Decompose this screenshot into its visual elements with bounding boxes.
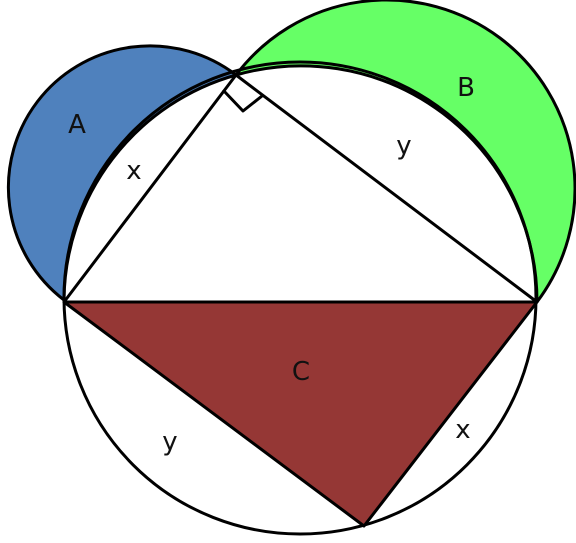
label-c: C: [292, 357, 310, 387]
label-a: A: [68, 110, 86, 140]
label-side-x-bottom: x: [455, 415, 470, 445]
label-side-y-top: y: [396, 131, 411, 161]
label-b: B: [457, 73, 475, 103]
lune-a: [6, 44, 238, 302]
lune-b: [234, 0, 576, 304]
label-side-x-top: x: [126, 156, 141, 186]
main-circle: [62, 60, 538, 536]
right-angle-marker: [221, 88, 263, 113]
triangle-c: [62, 300, 539, 528]
label-side-y-bottom: y: [162, 427, 177, 457]
upper-triangle: [62, 73, 538, 304]
